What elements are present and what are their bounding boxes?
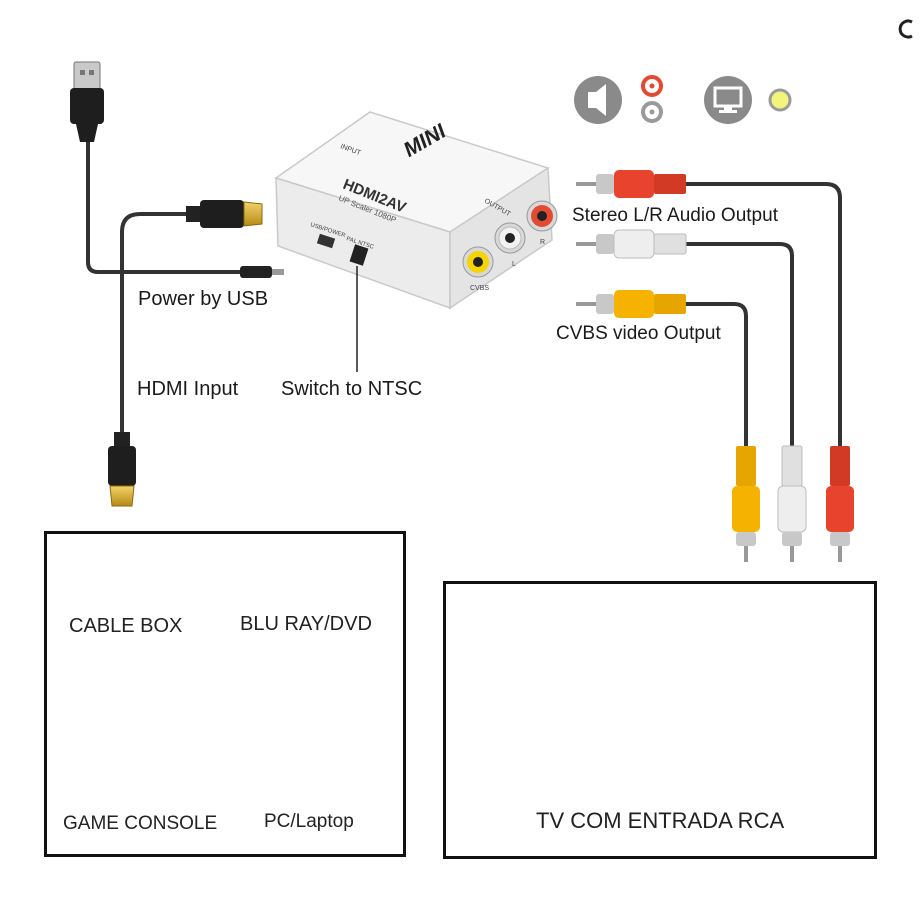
rca-plug-white-bottom [777,445,807,562]
cable-box-icon [86,556,192,596]
game-console-icon [98,686,186,804]
hdmi-cable [108,200,263,507]
monitor-icon [704,76,752,124]
switch-ntsc-label: Switch to NTSC [281,378,423,400]
cable-box-label: CABLE BOX [69,615,183,637]
adapter-box [274,111,558,310]
rca-plug-red-top [576,170,686,198]
video-dot-icon [768,88,792,112]
rca-plug-yellow-bottom [732,446,760,562]
adapter-jack-r-label: R [540,239,545,246]
cvbs-video-label: CVBS video Output [556,323,721,344]
rca-plug-yellow-top [576,290,686,318]
adapter-jack-cvbs-label: CVBS [470,285,489,292]
speaker-icon [574,76,622,124]
pc-laptop-label: PC/Laptop [264,811,354,832]
rca-plug-white-top [576,229,687,259]
game-console-label: GAME CONSOLE [63,813,218,834]
stereo-audio-label: Stereo L/R Audio Output [572,205,778,226]
usb-cable [70,61,284,278]
rca-jack-yellow [462,246,494,278]
audio-rca-icon [641,75,663,123]
flat-tv-icon [664,630,844,744]
dvd-logo-text: DVD [283,562,338,592]
bluray-dvd-label: BLU RAY/DVD [240,613,372,635]
rca-cables [686,182,842,448]
tv-rca-label: TV COM ENTRADA RCA [536,808,785,833]
pc-icon [245,697,375,787]
monitor-tv-icon [494,626,622,762]
corner-mark-icon [898,19,913,39]
rca-jack-red [526,200,558,232]
hdmi-input-label: HDMI Input [137,378,239,400]
adapter-jack-l-label: L [512,261,516,268]
rca-jack-white [494,222,526,254]
rca-plug-red-bottom [826,446,854,562]
power-usb-label: Power by USB [138,288,269,310]
